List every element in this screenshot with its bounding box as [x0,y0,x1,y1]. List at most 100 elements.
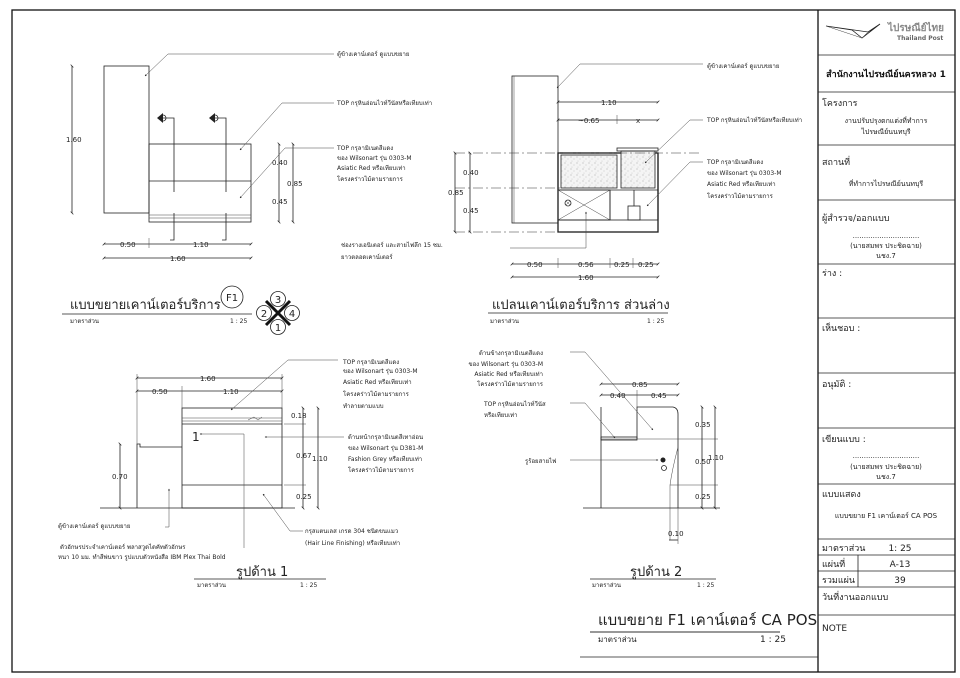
location-label: สถานที่ [822,155,850,168]
note-elev2-top: หรือเทียบเท่า [484,411,518,419]
dim-label: 0.18 [291,412,307,420]
scale-label: มาตราส่วน [592,582,621,589]
f1-tag: F1 [226,293,238,304]
dim-label: 0.45 [272,198,288,206]
elevation-compass-icon: 3 2 4 1 [256,291,300,335]
section-marker-icon [209,113,227,241]
note-elev1-top: Asiatic Red หรือเทียบเท่า [343,378,412,386]
agreed-label: เห็นชอบ : [822,321,860,334]
dim-label: 1.10 [223,388,239,396]
scale-value: 1: 25 [888,544,911,554]
lower-plan-view: 1.10 ~0.65 x 0.85 0.40 0.45 0.50 0.56 0.… [341,62,802,325]
designer-name: (นายสมพร ประชิดฉาย) [850,242,922,250]
side-cabinet [103,65,150,214]
dim-label: 0.45 [463,207,479,215]
dim-label: 1.60 [66,136,82,144]
designer-position: นชง.7 [876,252,896,260]
note-elev1-top: ของ Wilsonart รุ่น 0303-M [343,368,418,375]
dim-label: 0.40 [272,159,288,167]
location-value: ที่ทำการไปรษณีย์นนทบุรี [849,179,924,188]
counter-letter-marker: 1 [192,430,200,444]
note-top-marble: TOP กรุหินอ่อนไวท์วีนัสหรือเทียบเท่า [336,99,432,107]
dim-label: 0.40 [610,392,626,400]
note-top-red: ของ Wilsonart รุ่น 0303-M [707,170,782,177]
note-side-cabinet: ตู้ข้างเคาน์เตอร์ ดูแบบขยาย [707,62,779,70]
marble-top-right [620,150,656,189]
view-title: รูปด้าน 1 [236,565,288,580]
note-elev1-front: โครงคร่าวไม้ตามรายการ [348,466,415,474]
counter-front [181,407,283,509]
f1-tag-circle [220,285,244,309]
note-cable-hole: รูร้อยสายไฟ [525,457,556,465]
note-elev1-front: Fashion Grey หรือเทียบเท่า [348,455,422,463]
dim-label: 0.10 [668,530,684,538]
scale-label: มาตราส่วน [490,318,519,325]
title-block: ไปรษณีย์ไทย Thailand Post สำนักงานไปรษณี… [818,21,955,634]
note-elev2-side: ของ Wilsonart รุ่น 0303-M [468,361,543,368]
scale-value: 1 : 25 [760,635,786,645]
view-title: รูปด้าน 2 [630,565,682,580]
note-elev1-front: ของ Wilsonart รุ่น D381-M [348,445,423,452]
logo-en-text: Thailand Post [897,35,943,42]
enlarged-counter-view: 1.60 0.40 0.45 0.85 0.50 1.10 1.60 ตู้ข้… [62,50,432,335]
sheet-border [11,9,956,673]
svg-text:2: 2 [261,309,267,320]
sheet-desc-label: แบบแสดง [822,490,861,500]
outlet-icon [564,199,572,207]
dim-label: 1.60 [200,375,216,383]
dim-label: 0.85 [287,180,303,188]
scale-label: มาตราส่วน [822,544,865,554]
approved-label: อนุมัติ : [822,379,851,390]
designer-label: ผู้สำรวจ/ออกแบบ [822,213,890,224]
view-title: แบบขยายเคาน์เตอร์บริการ [70,297,221,313]
sheet-number-value: A-13 [890,560,911,570]
counter-top [148,143,252,223]
note-top-red: Asiatic Red หรือเทียบเท่า [337,164,406,172]
note-top-red: ของ Wilsonart รุ่น 0303-M [337,155,412,162]
dim-label: 0.50 [120,241,136,249]
draft-label: ร่าง : [822,269,842,279]
dim-label: 0.45 [651,392,667,400]
note-elev2-side: โครงคร่าวไม้ตามรายการ [477,380,544,388]
note-cable-tray: ยาวตลอดเคาน์เตอร์ [341,253,393,261]
scale-value: 1 : 25 [300,582,317,589]
dim-label: 0.50 [527,261,543,269]
dim-label: 1.10 [312,455,328,463]
scale-value: 1 : 25 [647,318,664,325]
section-marker-icon [157,113,175,241]
dim-label: 0.85 [448,189,464,197]
dim-label: x [636,117,640,125]
total-sheets-value: 39 [894,576,906,586]
project-value-line2: ไปรษณีย์นนทบุรี [860,127,911,136]
view-title: แปลนเคาน์เตอร์บริการ ส่วนล่าง [492,297,670,313]
note-top-red: TOP กรุลามิเนตสีแดง [336,144,393,152]
note-elev1-letters: หนา 10 มม. ทำสีพ่นขาว รูปแบบตัวหนังสือ I… [58,553,226,561]
marble-top-left [560,154,618,189]
logo-thai-text: ไปรษณีย์ไทย [887,21,944,34]
note-top-red: โครงคร่าวไม้ตามรายการ [337,175,404,183]
dim-label: 0.25 [296,493,312,501]
dim-label: 1.10 [193,241,209,249]
elevation-2-view: 0.85 0.40 0.45 0.35 0.50 1.10 0.25 0.10 … [468,349,723,589]
note-elev1-base: กรุสแตนเลส เกรด 304 ชนิดขนแมว [305,528,398,535]
scale-label: มาตราส่วน [197,582,226,589]
dim-label: 0.50 [152,388,168,396]
design-date-label: วันที่งานออกแบบ [822,590,889,603]
dim-label: 0.56 [578,261,594,269]
note-elev1-letters: ตัวอักษรประจำเคาน์เตอร์ พลาสวูดไดคัทตัวอ… [60,543,186,551]
note-elev2-side: Asiatic Red หรือเทียบเท่า [474,370,543,378]
note-label: NOTE [822,624,847,634]
note-elev1-top: โครงคร่าวไม้ตามรายการ [343,390,410,398]
note-side-cabinet: ตู้ข้างเคาน์เตอร์ ดูแบบขยาย [337,50,409,58]
scale-value: 1 : 25 [697,582,714,589]
scale-label: มาตราส่วน [70,318,99,325]
total-sheets-label: รวมแผ่น [822,576,855,586]
note-elev2-side: ด้านข้างกรุลามิเนตสีแดง [479,349,543,357]
dim-label: 0.85 [632,381,648,389]
note-elev1-base: (Hair Line Finishing) หรือเทียบเท่า [305,539,400,547]
svg-text:1: 1 [275,323,281,334]
note-elev1-top: TOP กรุลามิเนตสีแดง [342,358,399,366]
svg-text:3: 3 [275,295,281,306]
elevation-1-view: 1 1.60 0.50 1.10 0.70 0.18 0.67 1.10 0.2… [58,358,423,589]
